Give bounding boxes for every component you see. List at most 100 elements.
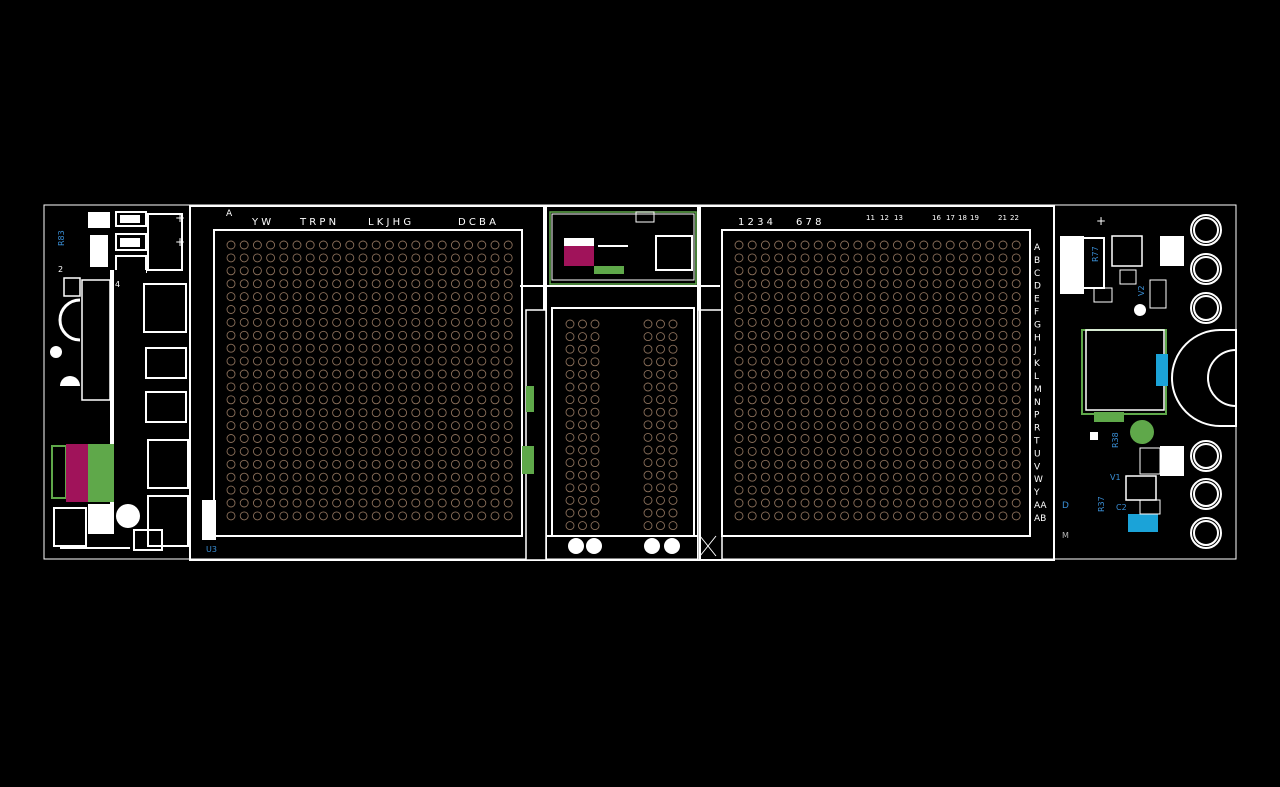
bga-pad	[826, 395, 836, 405]
bga-pad	[477, 266, 487, 276]
bga-pad	[998, 330, 1008, 340]
bga-pad	[464, 292, 474, 302]
bga-pad	[747, 369, 757, 379]
bga-pad	[813, 240, 823, 250]
bga-pad	[226, 382, 236, 392]
bga-pad	[760, 382, 770, 392]
bga-pad	[411, 292, 421, 302]
bga-pad	[398, 305, 408, 314]
bga-pad	[656, 344, 665, 354]
bga-row-label: H	[1034, 333, 1041, 343]
bga-pad	[450, 511, 460, 521]
bga-pad	[578, 420, 587, 430]
bga-pad	[840, 485, 850, 495]
bga-pad	[919, 330, 929, 340]
bga-pad	[371, 498, 381, 508]
bga-pad	[437, 292, 447, 302]
bga-pad	[985, 279, 995, 289]
bga-pad	[345, 317, 355, 327]
bga-pad	[503, 369, 513, 379]
bga-pad	[345, 356, 355, 366]
bga-pad	[906, 305, 916, 314]
bga-pad	[384, 330, 394, 340]
bga-pad	[892, 498, 902, 508]
magenta-marker	[564, 244, 594, 266]
bga-pad	[305, 421, 315, 431]
refdes-r38: R38	[1111, 432, 1120, 448]
bga-pad	[1011, 317, 1021, 327]
bga-pad	[998, 511, 1008, 521]
bga-pad	[747, 279, 757, 289]
bga-pad	[1011, 382, 1021, 392]
bga-pad	[503, 382, 513, 392]
bga-left-label-dcba: D C B A	[458, 217, 496, 228]
bga-pad	[656, 458, 665, 468]
bga-pad	[958, 434, 968, 443]
bga-pad	[450, 485, 460, 495]
bga-pad	[292, 472, 302, 482]
bga-pad	[668, 420, 678, 430]
bga-pad	[371, 485, 381, 495]
bga-pad	[252, 472, 262, 482]
bga-pad	[879, 498, 889, 508]
bga-pad	[490, 305, 500, 314]
bga-pad	[840, 472, 850, 482]
plus-sign-icon: +	[175, 235, 185, 249]
bga-pad	[411, 472, 421, 482]
bga-pad	[656, 445, 665, 455]
bga-pad	[906, 266, 916, 276]
bga-pad	[774, 446, 784, 456]
bga-pad	[879, 421, 889, 431]
bga-pad	[892, 434, 902, 443]
bga-pad	[958, 240, 968, 250]
bga-pad	[565, 407, 575, 417]
bga-pad	[892, 408, 902, 418]
bga-pad	[318, 279, 328, 289]
bga-pad	[565, 508, 575, 518]
bga-pad	[384, 305, 394, 314]
bga-pad	[358, 253, 368, 263]
bga-pad	[945, 498, 955, 508]
bga-pad	[411, 395, 421, 405]
bga-pad	[734, 279, 744, 289]
bga-pad	[840, 511, 850, 521]
bga-pad	[958, 266, 968, 276]
bga-pad	[800, 498, 810, 508]
bga-pad	[760, 395, 770, 405]
bga-pad	[358, 446, 368, 456]
bga-pad	[826, 459, 836, 469]
bga-pad	[305, 253, 315, 263]
bga-pad	[345, 253, 355, 263]
bga-pad	[252, 395, 262, 405]
bga-pad	[656, 357, 665, 367]
bga-pad	[345, 305, 355, 314]
bga-pad	[464, 356, 474, 366]
bga-pad	[384, 485, 394, 495]
bga-pad	[879, 330, 889, 340]
bga-pad	[450, 343, 460, 353]
bga-pad	[590, 521, 600, 531]
bga-pad	[1011, 240, 1021, 250]
bga-pad	[840, 305, 850, 314]
bga-pad	[892, 330, 902, 340]
bga-pad	[892, 279, 902, 289]
bga-pad	[932, 498, 942, 508]
bga-pad	[892, 459, 902, 469]
bga-row-label: U	[1034, 449, 1041, 459]
bga-pad	[345, 421, 355, 431]
bga-pad	[477, 408, 487, 418]
bga-pad	[919, 305, 929, 314]
bga-pad	[866, 472, 876, 482]
bga-pad	[656, 521, 665, 531]
bga-pad	[760, 369, 770, 379]
bga-pad	[734, 382, 744, 392]
bga-pad	[985, 266, 995, 276]
bga-pad	[998, 421, 1008, 431]
bga-pad	[384, 395, 394, 405]
bga-pad	[866, 498, 876, 508]
bga-pad	[358, 356, 368, 366]
bga-pad	[332, 382, 342, 392]
bga-pad	[490, 421, 500, 431]
bga-pad	[411, 369, 421, 379]
bga-pad	[279, 343, 289, 353]
